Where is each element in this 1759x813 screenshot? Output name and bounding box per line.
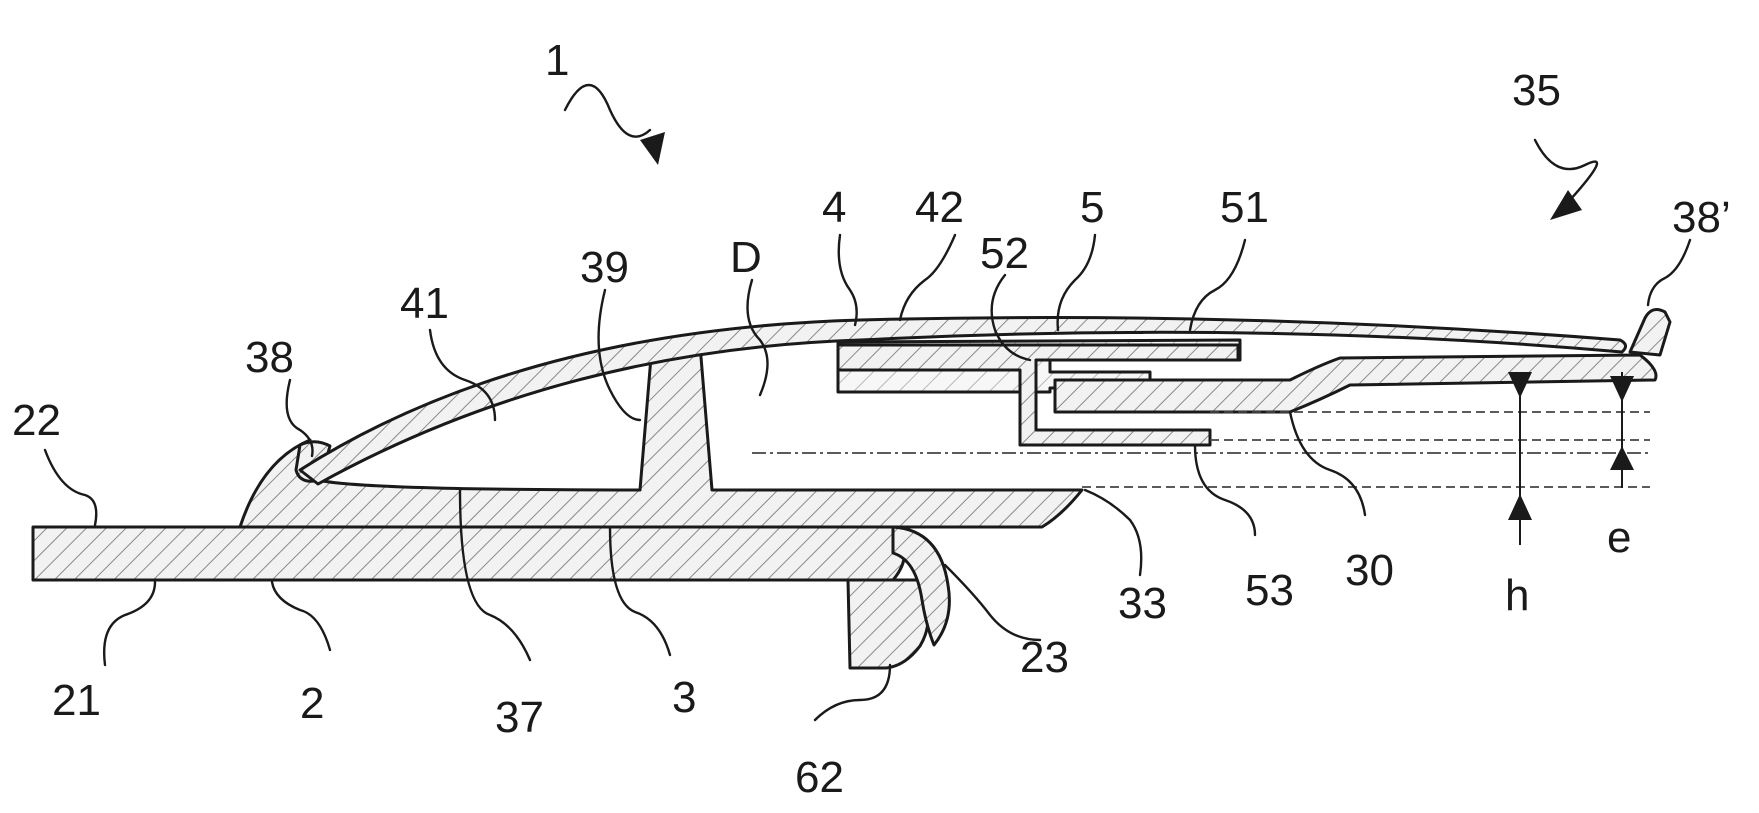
label-1: 1 bbox=[545, 36, 569, 85]
leader-41 bbox=[428, 328, 497, 422]
leader-51 bbox=[1188, 238, 1247, 332]
label-e: e bbox=[1607, 513, 1631, 562]
tongue-30 bbox=[1053, 353, 1658, 414]
label-51: 51 bbox=[1220, 183, 1269, 232]
leader-5 bbox=[1056, 233, 1097, 332]
cover-4 bbox=[298, 316, 1627, 486]
dimension-e-arrow-bottom bbox=[1610, 446, 1634, 470]
label-41: 41 bbox=[400, 279, 449, 328]
label-42: 42 bbox=[915, 183, 964, 232]
label-33: 33 bbox=[1118, 579, 1167, 628]
label-35: 35 bbox=[1512, 66, 1561, 115]
label-23: 23 bbox=[1020, 633, 1069, 682]
dimension-h-arrow-top bbox=[1508, 372, 1532, 398]
leader-23 bbox=[943, 563, 1042, 642]
label-38-prime: 38’ bbox=[1672, 193, 1731, 242]
label-30: 30 bbox=[1345, 546, 1394, 595]
leader-39 bbox=[597, 288, 642, 422]
label-5: 5 bbox=[1080, 183, 1104, 232]
leader-33 bbox=[1083, 488, 1143, 577]
clip-5 bbox=[836, 343, 1240, 447]
label-3: 3 bbox=[672, 673, 696, 722]
dimension-e-arrow-top bbox=[1610, 376, 1634, 402]
label-d: D bbox=[730, 233, 762, 282]
leader-3 bbox=[608, 525, 672, 657]
arrow-1-shaft bbox=[563, 83, 652, 138]
leader-d bbox=[746, 278, 769, 397]
tab-62 bbox=[846, 578, 931, 670]
leader-53 bbox=[1193, 443, 1257, 537]
label-21: 21 bbox=[52, 676, 101, 725]
label-52: 52 bbox=[980, 229, 1029, 278]
leader-52 bbox=[990, 273, 1032, 362]
dimension-h-arrow-bottom bbox=[1508, 494, 1532, 520]
leader-38-prime bbox=[1646, 238, 1692, 307]
label-53: 53 bbox=[1245, 566, 1294, 615]
leader-62 bbox=[813, 663, 892, 722]
leader-21 bbox=[103, 580, 157, 667]
label-38: 38 bbox=[245, 333, 294, 382]
tip-38-prime bbox=[1628, 308, 1672, 357]
leader-4 bbox=[837, 233, 858, 327]
body-3 bbox=[238, 343, 1084, 529]
leader-30 bbox=[1288, 410, 1367, 517]
label-39: 39 bbox=[580, 243, 629, 292]
leader-37 bbox=[458, 488, 532, 662]
arrow-35-shaft bbox=[1533, 138, 1599, 202]
arrow-35-head bbox=[1550, 190, 1582, 220]
label-4: 4 bbox=[822, 183, 846, 232]
label-22: 22 bbox=[12, 396, 61, 445]
leader-42 bbox=[898, 233, 957, 322]
leader-22 bbox=[43, 448, 98, 527]
lip-23 bbox=[891, 525, 951, 647]
leader-38 bbox=[285, 378, 314, 458]
leader-2 bbox=[270, 580, 332, 652]
label-2: 2 bbox=[300, 679, 324, 728]
label-62: 62 bbox=[795, 753, 844, 802]
arrow-1-head bbox=[640, 132, 665, 165]
plate-2 bbox=[31, 525, 906, 582]
label-37: 37 bbox=[495, 693, 544, 742]
label-h: h bbox=[1505, 571, 1529, 620]
